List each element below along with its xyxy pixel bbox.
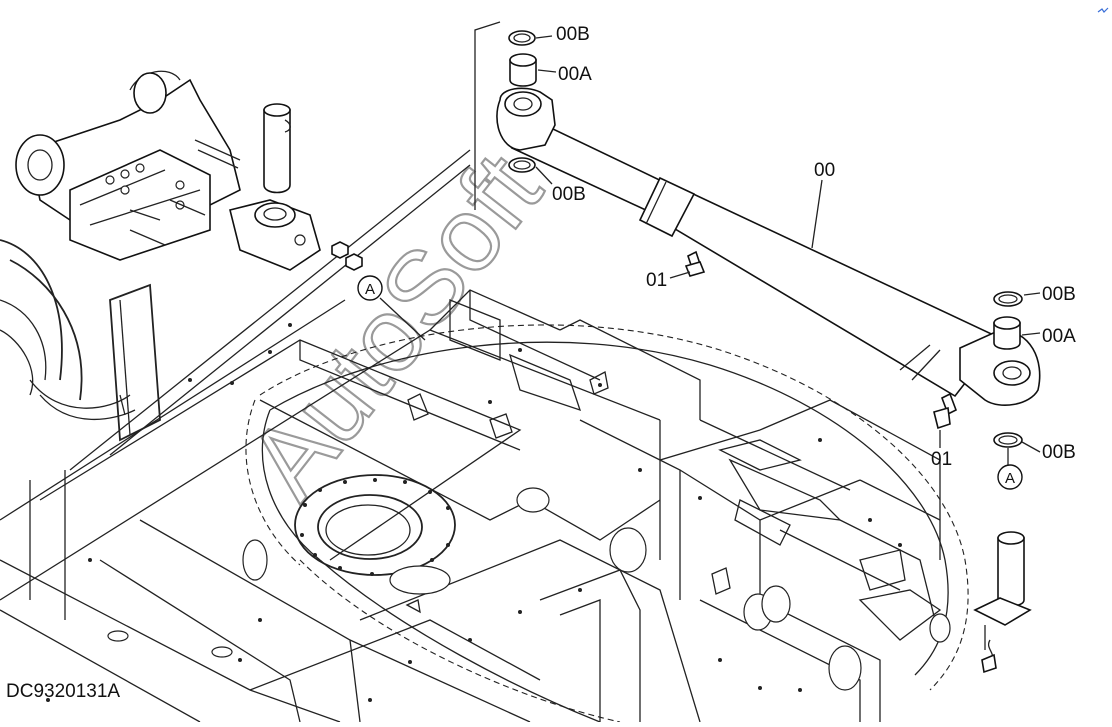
callouts: 00B 00A 00B 00 01 00B 00A 01 00B (552, 24, 1076, 470)
reference-mark-right: A (997, 464, 1023, 490)
frame-brackets (405, 371, 942, 641)
cylinder-assembly (496, 87, 1041, 430)
leader-lines (379, 21, 1041, 465)
reference-circle-right (997, 464, 1023, 490)
drawing-id: DC9320131A (6, 681, 120, 702)
callout-seal-right-upper: 00B (1042, 284, 1076, 305)
swing-frame-arc (245, 324, 969, 723)
boom-foot-assembly (0, 70, 363, 421)
corner-badge-icon (1097, 7, 1109, 13)
callout-cylinder: 00 (814, 160, 835, 181)
reference-mark-left: A (357, 275, 383, 301)
upper-frame (0, 149, 941, 723)
callout-seal-right-lower: 00B (1042, 442, 1076, 463)
callout-bushing-right: 00A (1042, 326, 1076, 347)
reference-letter-right: A (1005, 470, 1015, 487)
swing-bearing (294, 474, 456, 576)
callout-seal-top-lower: 00B (552, 184, 586, 205)
callout-fitting-left: 01 (646, 270, 667, 291)
callout-bushing-top: 00A (558, 64, 592, 85)
frame-holes (46, 323, 951, 702)
reference-letter-left: A (365, 281, 375, 298)
reference-circle-left (357, 275, 383, 301)
callout-seal-top: 00B (556, 24, 590, 45)
callout-fitting-right: 01 (931, 449, 952, 470)
seals-and-bushings (508, 30, 1023, 448)
right-pin-assembly (973, 531, 1032, 674)
